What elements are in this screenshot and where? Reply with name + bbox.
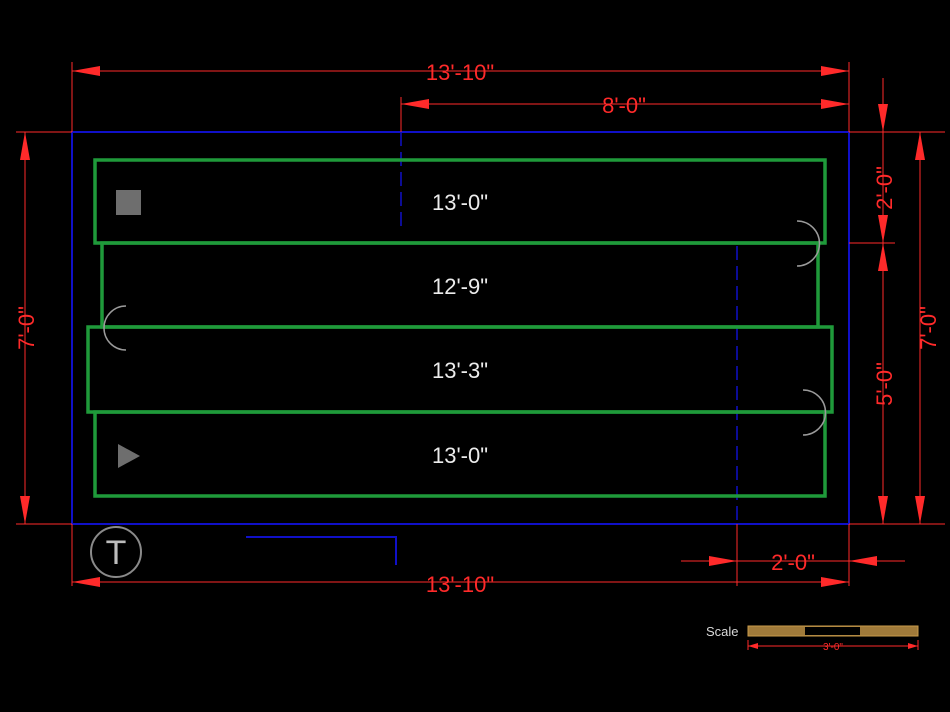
lane-1-length: 13'-0" <box>432 190 488 215</box>
dim-top-offset-label: 8'-0" <box>602 93 646 118</box>
scale-bar-segment <box>805 627 860 635</box>
badge-circle-icon <box>90 526 142 578</box>
dim-bottom-end-offset <box>681 524 905 586</box>
scale-label: Scale <box>706 624 739 639</box>
lane-4-length: 13'-0" <box>432 443 488 468</box>
dim-left-height <box>16 131 72 525</box>
dim-right-top-segment-label: 2'-0" <box>872 166 897 210</box>
dim-right-segments <box>849 78 945 525</box>
dim-bottom-overall-label: 13'-10" <box>426 572 494 597</box>
dim-top-offset <box>400 97 849 132</box>
lane-4 <box>93 410 827 498</box>
dim-top-overall-label: 13'-10" <box>426 60 494 85</box>
dim-right-bottom-segment-label: 5'-0" <box>872 362 897 406</box>
triangle-play-icon <box>118 444 140 468</box>
dim-top-overall <box>71 62 850 132</box>
dim-right-height-label: 7'-0" <box>916 306 941 350</box>
lane-3-length: 13'-3" <box>432 358 488 383</box>
outer-boundary <box>71 131 850 525</box>
lane-2-length: 12'-9" <box>432 274 488 299</box>
dim-left-height-label: 7'-0" <box>14 306 39 350</box>
turn-arc-3 <box>802 389 827 436</box>
dim-bottom-overall <box>71 524 849 587</box>
turn-arc-2 <box>103 305 127 351</box>
scale-length-label: 3'-0" <box>823 642 843 653</box>
dim-bottom-end-offset-label: 2'-0" <box>771 550 815 575</box>
dim-right-height <box>915 132 925 524</box>
square-stop-icon <box>116 190 141 215</box>
blue-marker-line <box>246 536 397 565</box>
turn-arc-1 <box>796 220 821 267</box>
badge-letter: T <box>106 534 127 572</box>
